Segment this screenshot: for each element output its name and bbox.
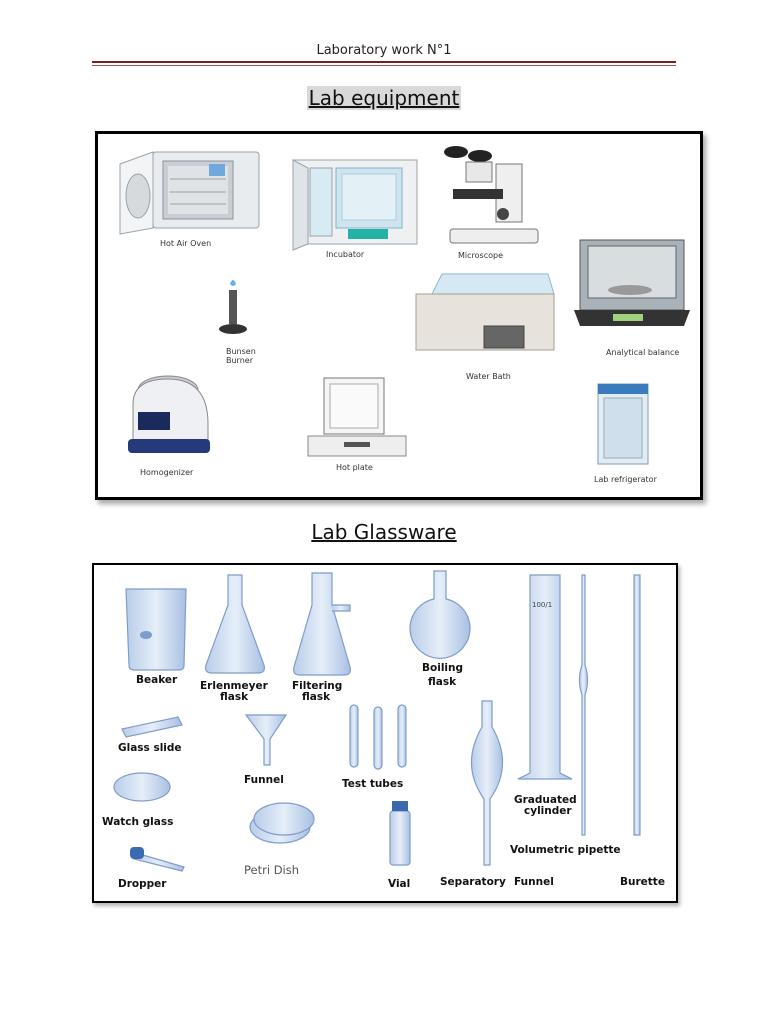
label-filtering-1: Filtering	[292, 680, 342, 692]
vial-image	[389, 810, 411, 866]
erlenmeyer-flask-image	[205, 574, 265, 674]
burette-image	[633, 574, 641, 836]
label-bunsen-1: Bunsen	[226, 347, 256, 356]
label-graduated-1: Graduated	[514, 794, 577, 806]
label-petri-dish: Petri Dish	[244, 863, 299, 877]
boiling-flask-image	[409, 570, 471, 659]
label-volumetric-pipette: Volumetric pipette	[510, 844, 621, 856]
label-glass-slide: Glass slide	[118, 742, 182, 754]
beaker-image	[125, 588, 187, 671]
hot-air-oven-image: Hot Air Oven	[119, 151, 260, 248]
label-hot-air-oven: Hot Air Oven	[160, 239, 211, 248]
water-bath-image: Water Bath	[415, 273, 555, 381]
filtering-flask-image	[293, 572, 351, 676]
test-tubes-image	[349, 704, 407, 770]
label-analytical-balance: Analytical balance	[606, 348, 679, 357]
analytical-balance-image: Analytical balance	[574, 239, 690, 357]
cylinder-mark: 100/1	[532, 601, 552, 609]
label-vial: Vial	[388, 878, 410, 890]
page-header: Laboratory work N°1	[316, 43, 452, 58]
watch-glass-image	[113, 772, 171, 802]
label-lab-refrigerator: Lab refrigerator	[594, 475, 658, 484]
bunsen-burner-image: Bunsen Burner	[219, 280, 256, 365]
header-rule	[92, 61, 676, 63]
volumetric-pipette-image	[578, 574, 589, 836]
funnel-image	[244, 714, 288, 766]
label-boiling-2: flask	[428, 676, 457, 688]
equipment-figure: Hot Air Oven Incubator Microscope Analyt…	[95, 131, 703, 500]
label-bunsen-2: Burner	[226, 356, 254, 365]
label-watch-glass: Watch glass	[102, 816, 173, 828]
label-water-bath: Water Bath	[466, 372, 511, 381]
section-title-glassware-text: Lab Glassware	[311, 520, 457, 544]
hot-plate-image: Hot plate	[307, 377, 407, 472]
label-separatory-funnel: Funnel	[514, 876, 554, 888]
petri-dish-image	[249, 802, 315, 844]
label-burette: Burette	[620, 876, 665, 888]
label-microscope: Microscope	[458, 251, 503, 260]
section-title-equipment: Lab equipment	[0, 86, 768, 110]
incubator-image: Incubator	[292, 159, 418, 259]
label-erlenmeyer-1: Erlenmeyer	[200, 680, 269, 692]
label-separatory: Separatory	[440, 876, 506, 888]
label-erlenmeyer-2: flask	[220, 691, 249, 703]
separatory-funnel-image	[470, 700, 504, 866]
label-dropper: Dropper	[118, 878, 167, 890]
glassware-figure: 100/1 Beaker Erlenmeyer flask Filtering …	[92, 563, 678, 903]
glass-slide-image	[121, 716, 183, 738]
label-homogenizer: Homogenizer	[140, 468, 194, 477]
label-funnel: Funnel	[244, 774, 284, 786]
label-graduated-2: cylinder	[524, 805, 572, 817]
label-incubator: Incubator	[326, 250, 365, 259]
graduated-cylinder-image	[517, 574, 573, 780]
label-hot-plate: Hot plate	[336, 463, 373, 472]
label-boiling-1: Boiling	[422, 662, 463, 674]
section-title-glassware: Lab Glassware	[0, 520, 768, 544]
lab-refrigerator-image: Lab refrigerator	[594, 383, 658, 484]
microscope-image: Microscope	[444, 146, 539, 260]
section-title-equipment-text: Lab equipment	[306, 86, 462, 110]
label-test-tubes: Test tubes	[342, 778, 403, 790]
label-beaker: Beaker	[136, 674, 178, 686]
header-rule-thin	[92, 65, 676, 66]
homogenizer-image: Homogenizer	[128, 375, 210, 477]
label-filtering-2: flask	[302, 691, 331, 703]
